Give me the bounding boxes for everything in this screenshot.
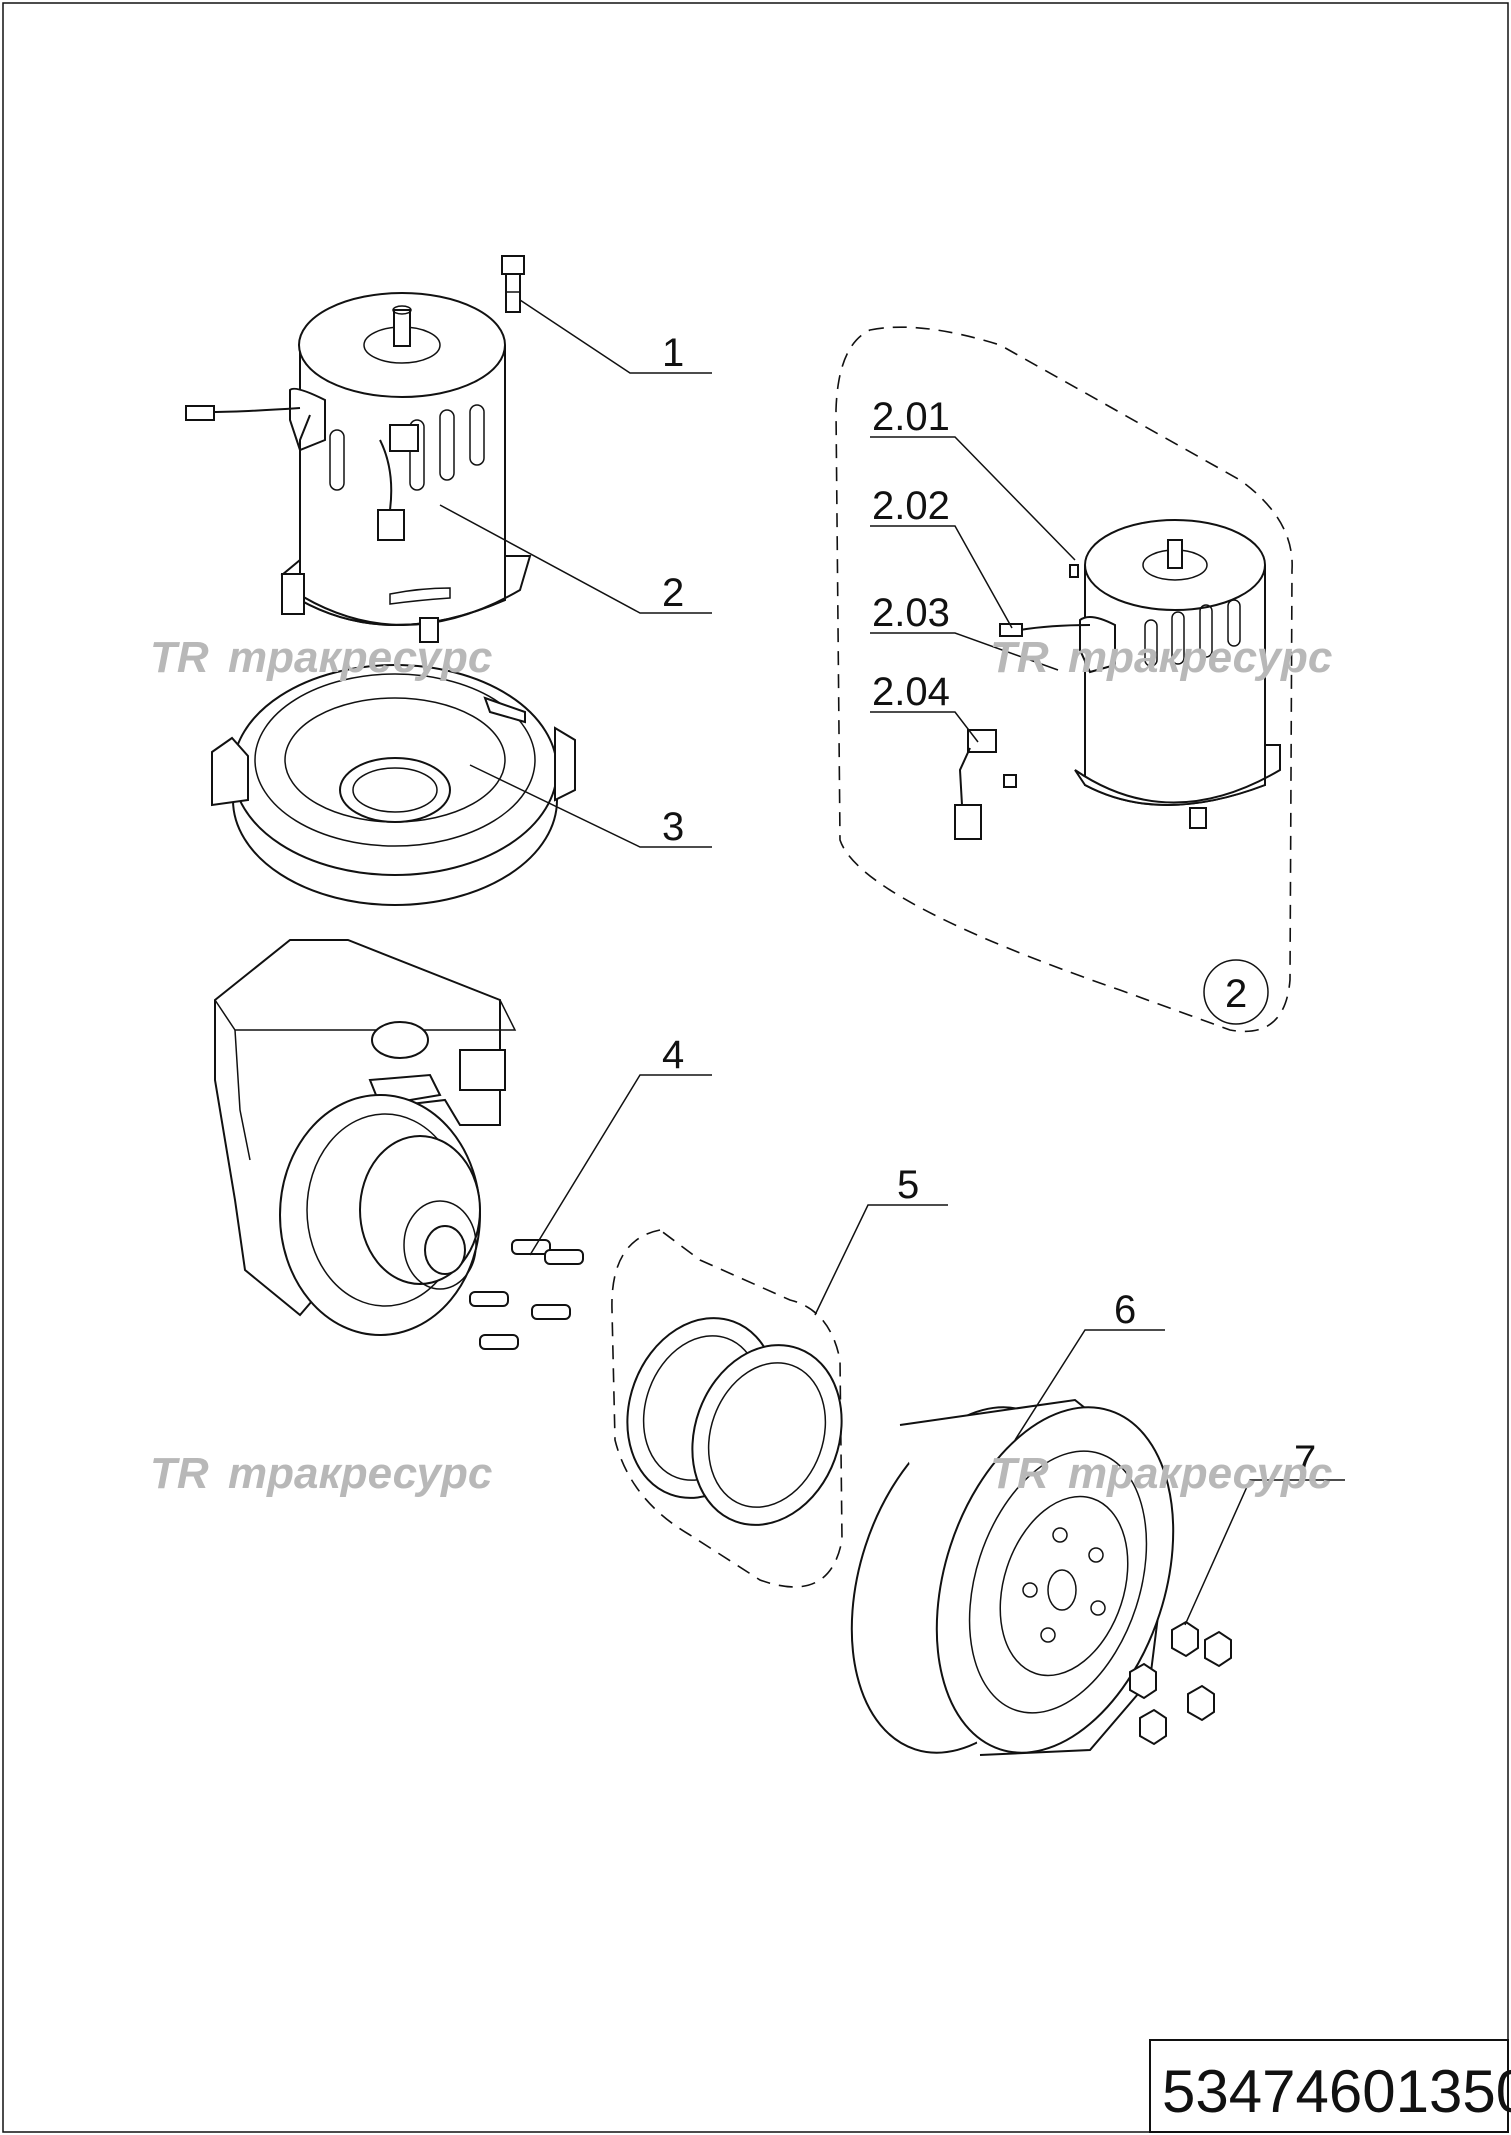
leader-lines: [439, 299, 1345, 1626]
part-4-gearbox: [214, 939, 517, 1336]
watermark-logo: TR: [150, 1449, 209, 1498]
part-5-rings-kit: [611, 1229, 843, 1588]
callouts: 1 2 3 4 5 6 7 2.01 2.02 2.03 2.04 2: [662, 331, 1316, 1482]
callout-2-03: 2.03: [872, 591, 950, 635]
part-3-flange: [211, 664, 576, 906]
part-4-studs: [469, 1239, 584, 1350]
part-2-motor: [185, 292, 532, 643]
part-7-nuts: [1129, 1620, 1232, 1746]
part-1-bolt: [501, 255, 525, 313]
part-6-wheel: [850, 1398, 1175, 1756]
detail-2-group: [835, 326, 1293, 1033]
callout-2: 2: [662, 571, 684, 615]
detail-ref-circle: [1203, 959, 1269, 1025]
watermark-text: тракресурс: [1068, 633, 1332, 682]
callout-5: 5: [897, 1163, 919, 1207]
part-number-box: 534746013502: [1149, 2039, 1511, 2133]
watermark-logo: TR: [990, 1449, 1049, 1498]
watermark-text: тракресурс: [228, 633, 492, 682]
watermark-text: тракресурс: [228, 1449, 492, 1498]
callout-6: 6: [1114, 1288, 1136, 1332]
callout-1: 1: [662, 331, 684, 375]
callout-4: 4: [662, 1033, 684, 1077]
callout-2-01: 2.01: [872, 395, 950, 439]
watermarks: TR тракресурс TR тракресурс TR тракресур…: [150, 633, 1332, 1498]
callout-7: 7: [1294, 1438, 1316, 1482]
detail-ref-label: 2: [1225, 972, 1247, 1016]
callout-3: 3: [662, 805, 684, 849]
watermark-text: тракресурс: [1068, 1449, 1332, 1498]
part-number: 534746013502: [1162, 2058, 1511, 2125]
watermark-logo: TR: [990, 633, 1049, 682]
watermark-logo: TR: [150, 633, 209, 682]
callout-2-02: 2.02: [872, 484, 950, 528]
callout-2-04: 2.04: [872, 670, 950, 714]
